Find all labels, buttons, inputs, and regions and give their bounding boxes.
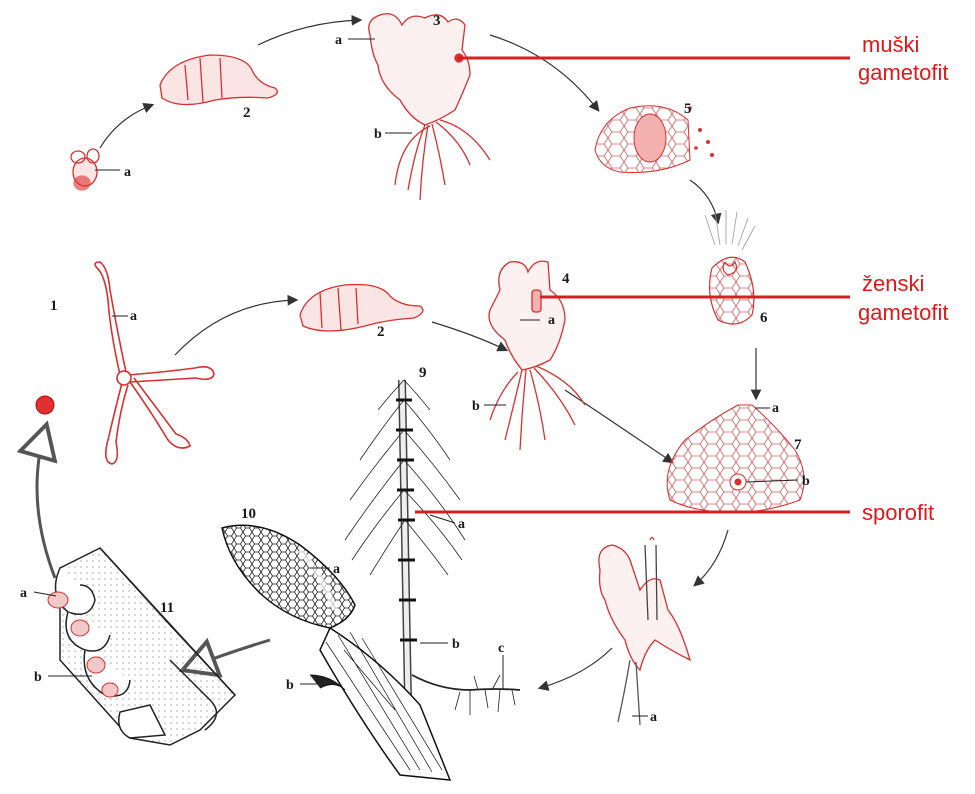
female-gametophyte-drawing <box>489 261 585 450</box>
part-label-a-spore: a <box>124 165 131 180</box>
stage-number-9: 9 <box>419 365 427 381</box>
stage-number-2-mid: 2 <box>377 324 385 340</box>
female-gametophyte-label-line1: ženski <box>862 271 924 296</box>
part-label-b-section: b <box>34 670 42 685</box>
stage-number-3: 3 <box>433 13 441 29</box>
young-prothallus-top <box>160 55 277 105</box>
part-label-a-strobilus: a <box>333 562 340 577</box>
spore-with-elaters <box>95 262 214 464</box>
part-label-a-stem: a <box>458 517 465 532</box>
part-label-a-tissue: a <box>772 401 779 416</box>
stage-number-1: 1 <box>50 298 58 314</box>
male-gametophyte-drawing <box>369 14 490 200</box>
male-gametophyte-label-line1: muški <box>862 32 919 57</box>
part-label-a-young-sporophyte: a <box>650 710 657 725</box>
isolated-spore <box>36 396 54 414</box>
part-label-c-root: c <box>498 641 504 656</box>
part-label-a-female: a <box>548 313 555 328</box>
part-label-b-tissue: b <box>802 474 810 489</box>
stage-number-10: 10 <box>241 506 256 522</box>
archegonium-fertilization <box>705 210 755 324</box>
rhizome-section-drawing <box>48 548 235 745</box>
stage-number-2-top: 2 <box>243 105 251 121</box>
stage-number-4: 4 <box>562 271 570 287</box>
germinating-spore <box>71 149 120 190</box>
fertilized-tissue <box>667 405 804 513</box>
stage-number-7: 7 <box>794 437 802 453</box>
part-label-a-section: a <box>20 586 27 601</box>
part-label-b-strobilus: b <box>286 678 294 693</box>
part-label-b-female: b <box>472 399 480 414</box>
young-sporophyte-drawing <box>599 538 690 726</box>
part-label-a-male: a <box>335 33 342 48</box>
male-gametophyte-label-line2: gametofit <box>858 60 949 85</box>
stage-number-5: 5 <box>684 101 692 117</box>
young-prothallus-mid <box>300 284 423 331</box>
hollow-arrow-to-spore <box>37 430 55 578</box>
antheridium-tissue <box>595 106 714 173</box>
female-gametophyte-label-line2: gametofit <box>858 300 949 325</box>
part-label-a-elater: a <box>130 309 137 324</box>
sporophyte-label: sporofit <box>862 500 934 525</box>
part-label-b-male: b <box>374 127 382 142</box>
stage-number-6: 6 <box>760 310 768 326</box>
stage-number-11: 11 <box>160 600 174 616</box>
part-label-b-stem: b <box>452 637 460 652</box>
